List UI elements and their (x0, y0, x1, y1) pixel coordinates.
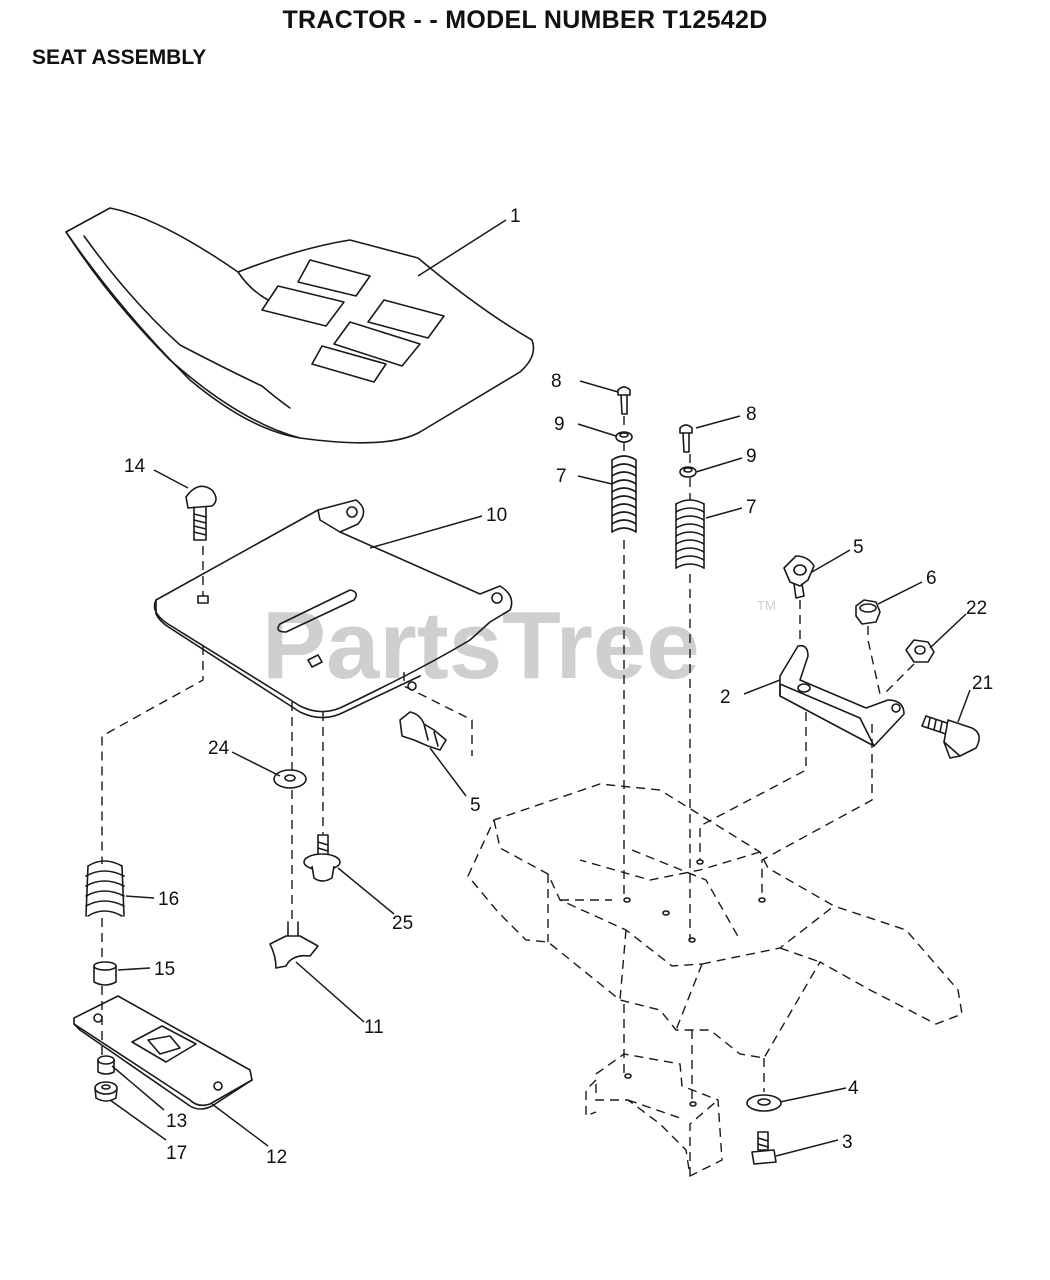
part-bracket-2[interactable] (779, 644, 905, 747)
callout-9-right: 9 (746, 446, 757, 467)
callout-22: 22 (966, 598, 987, 619)
callout-7-right: 7 (746, 497, 757, 518)
callout-14: 14 (124, 456, 146, 477)
part-washer-4[interactable] (746, 1094, 782, 1112)
part-bolt-25[interactable] (303, 834, 341, 882)
callout-6: 6 (926, 568, 937, 589)
part-nut-22[interactable] (905, 639, 935, 663)
leader-lines (109, 219, 971, 1157)
callout-8-right: 8 (746, 404, 757, 425)
callout-11: 11 (364, 1017, 384, 1038)
callout-3: 3 (842, 1132, 853, 1153)
callout-21: 21 (972, 673, 993, 694)
callout-15: 15 (154, 959, 175, 980)
frame-bracket (585, 1053, 723, 1178)
part-knob-11[interactable] (269, 921, 319, 969)
section-title: SEAT ASSEMBLY (32, 46, 207, 69)
callout-12: 12 (266, 1147, 287, 1168)
callout-2: 2 (720, 687, 731, 708)
callout-8-left: 8 (551, 371, 562, 392)
part-spring-7-right[interactable] (675, 499, 705, 569)
part-spring-7-left[interactable] (611, 455, 637, 533)
watermark-tm: TM (757, 598, 776, 613)
part-nut-17[interactable] (94, 1081, 118, 1102)
callout-4: 4 (848, 1078, 859, 1099)
part-washer-9-right[interactable] (679, 466, 697, 478)
part-spacer-13[interactable] (97, 1055, 115, 1075)
part-washer-24[interactable] (273, 769, 307, 789)
callout-5-right: 5 (853, 537, 864, 558)
callout-10: 10 (486, 505, 507, 526)
part-spacer-15[interactable] (93, 961, 117, 986)
callout-5-left: 5 (470, 795, 481, 816)
callout-17: 17 (166, 1143, 187, 1164)
part-seat[interactable] (65, 207, 535, 444)
callout-labels: 1 8 9 7 8 9 7 5 6 22 21 2 10 14 5 24 25 … (124, 206, 993, 1168)
part-nut-6[interactable] (855, 599, 881, 625)
callout-9-left: 9 (554, 414, 565, 435)
callout-25: 25 (392, 913, 413, 934)
part-seat-pan[interactable] (153, 499, 513, 719)
part-bolt-8-right[interactable] (679, 424, 693, 453)
callout-7-left: 7 (556, 466, 567, 487)
part-bolt-3[interactable] (751, 1131, 777, 1165)
part-clip-5-right[interactable] (783, 555, 815, 599)
assembly-guides (101, 416, 915, 1102)
callout-24: 24 (208, 738, 230, 759)
part-shoulder-bolt-21[interactable] (921, 715, 980, 759)
part-clip-5-left[interactable] (399, 711, 447, 751)
callout-1: 1 (510, 206, 521, 227)
page-title: TRACTOR - - MODEL NUMBER T12542D (282, 6, 768, 34)
watermark: PartsTree TM (262, 592, 776, 699)
watermark-text: PartsTree (262, 592, 700, 699)
part-spring-16[interactable] (85, 860, 125, 917)
callout-13: 13 (166, 1111, 187, 1132)
part-seat-track-12[interactable] (73, 995, 253, 1110)
fender-pan (467, 783, 963, 1059)
part-carriage-bolt-14[interactable] (185, 485, 217, 541)
callout-16: 16 (158, 889, 179, 910)
part-washer-9-left[interactable] (615, 431, 633, 443)
part-bolt-8-left[interactable] (617, 386, 631, 415)
